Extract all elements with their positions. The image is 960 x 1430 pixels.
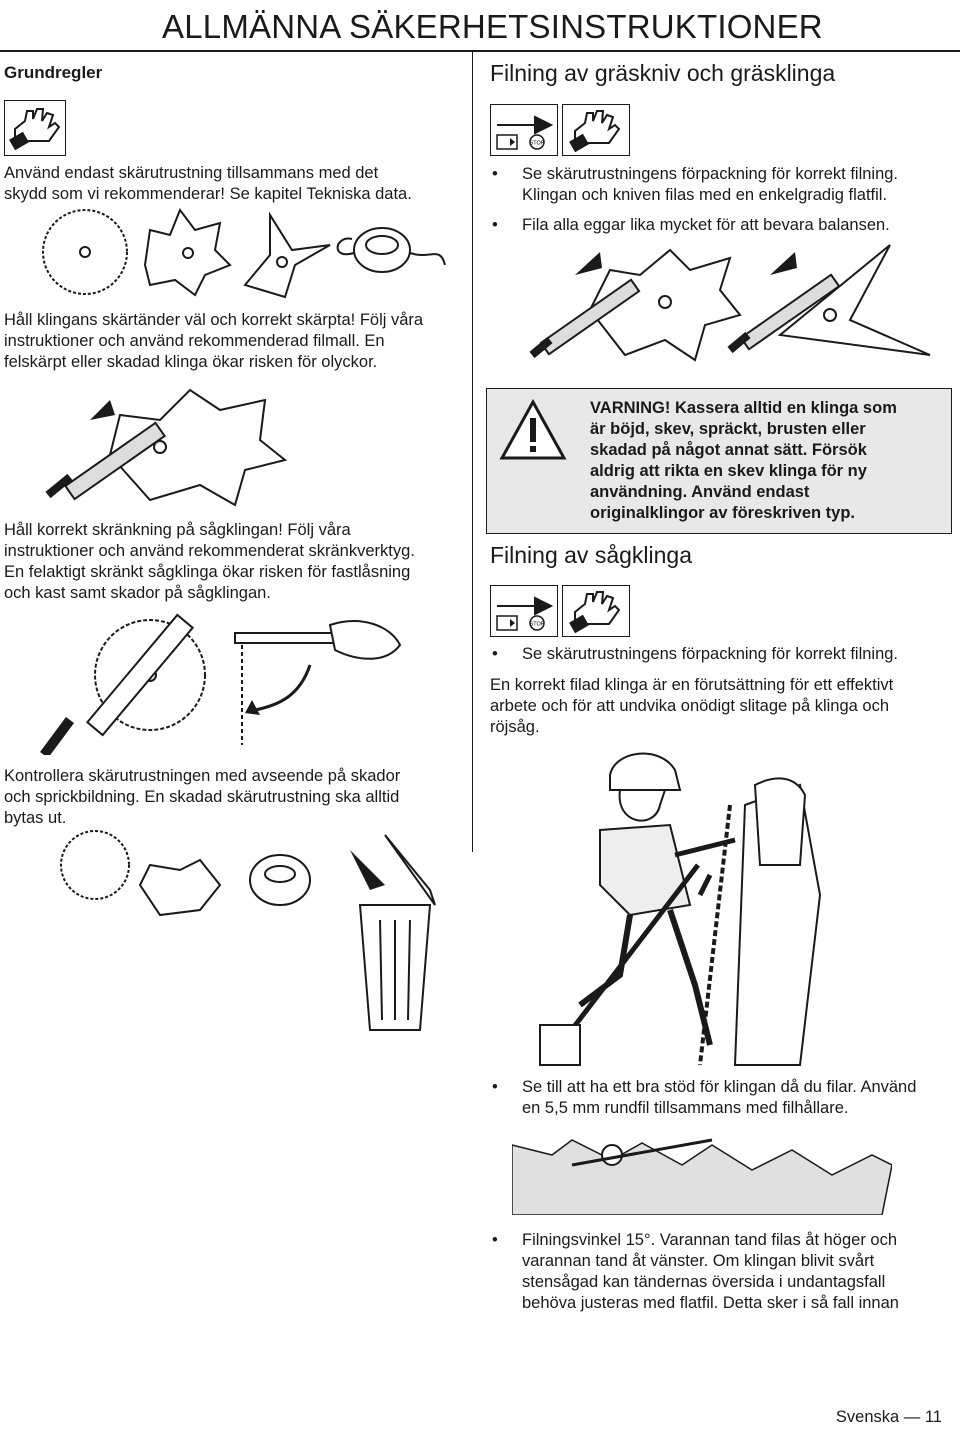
file-blade-illustration <box>30 385 290 510</box>
bullet-list-filning: Se skärutrustningens förpackning för kor… <box>490 164 950 245</box>
stop-sign-label: STOP <box>530 622 545 628</box>
list-item: Fila alla eggar lika mycket för att beva… <box>490 215 950 236</box>
list-item: Filningsvinkel 15°. Varannan tand filas … <box>490 1230 950 1314</box>
worker-filing-illustration <box>520 745 840 1070</box>
bullet-list-support: Se till att ha ett bra stöd för klingan … <box>490 1077 950 1128</box>
list-item: Se skärutrustningens förpackning för kor… <box>490 164 950 206</box>
header-rule <box>0 50 960 52</box>
column-divider <box>472 52 473 852</box>
paragraph-set: Håll korrekt skränkning på sågklingan! F… <box>4 521 415 602</box>
round-file-illustration <box>512 1135 892 1215</box>
warning-triangle-icon <box>498 398 568 462</box>
stop-sign-label: STOP <box>530 141 545 147</box>
filing-knives-illustration <box>520 240 940 370</box>
discard-equipment-illustration <box>40 830 460 1035</box>
section-title-filning-grasskniv: Filning av gräskniv och gräsklinga <box>490 60 836 86</box>
set-tool-illustration <box>30 605 410 755</box>
page-title: ALLMÄNNA SÄKERHETSINSTRUKTIONER <box>162 8 823 45</box>
bullet-list-sagklinga: Se skärutrustningens förpackning för kor… <box>490 644 950 674</box>
section-title-grundregler: Grundregler <box>4 63 103 82</box>
glove-icon <box>562 104 630 156</box>
paragraph-sagklinga: En korrekt filad klinga är en förutsättn… <box>490 676 894 736</box>
section-title-filning-sagklinga: Filning av sågklinga <box>490 542 693 568</box>
read-manual-stop-icon: STOP <box>490 585 558 637</box>
warning-box <box>486 388 952 534</box>
glove-icon <box>4 100 66 156</box>
warning-text: VARNING! Kassera alltid en klinga som är… <box>590 399 897 522</box>
bullet-list-angle: Filningsvinkel 15°. Varannan tand filas … <box>490 1230 950 1323</box>
read-manual-stop-icon: STOP <box>490 104 558 156</box>
paragraph-protection: Använd endast skärutrustning tillsammans… <box>4 164 412 203</box>
list-item: Se till att ha ett bra stöd för klingan … <box>490 1077 950 1119</box>
paragraph-sharpness: Håll klingans skärtänder väl och korrekt… <box>4 311 424 371</box>
page-footer: Svenska — 11 <box>835 1408 942 1426</box>
paragraph-inspect: Kontrollera skärutrustningen med avseend… <box>4 767 401 827</box>
glove-icon <box>562 585 630 637</box>
blade-types-illustration <box>30 205 450 300</box>
list-item: Se skärutrustningens förpackning för kor… <box>490 644 950 665</box>
